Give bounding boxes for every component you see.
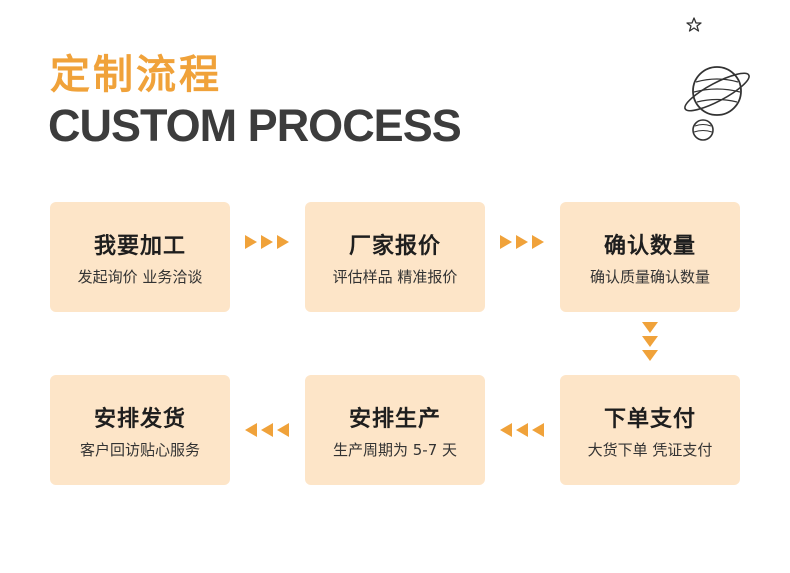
step-card-4: 下单支付 大货下单 凭证支付	[560, 375, 740, 485]
step-subtitle: 客户回访贴心服务	[79, 440, 200, 459]
arrow-right-icon	[500, 235, 544, 249]
arrow-right-icon	[245, 235, 289, 249]
step-title: 安排发货	[93, 406, 186, 432]
step-subtitle: 大货下单 凭证支付	[587, 440, 713, 459]
step-subtitle: 确认质量确认数量	[589, 267, 710, 286]
step-title: 厂家报价	[348, 233, 441, 259]
step-card-2: 厂家报价 评估样品 精准报价	[305, 202, 485, 312]
step-card-3: 确认数量 确认质量确认数量	[560, 202, 740, 312]
step-title: 确认数量	[603, 233, 696, 259]
step-subtitle: 评估样品 精准报价	[332, 267, 458, 286]
page-title-en: CUSTOM PROCESS	[48, 100, 462, 151]
step-card-1: 我要加工 发起询价 业务洽谈	[50, 202, 230, 312]
step-subtitle: 生产周期为 5-7 天	[332, 440, 458, 459]
step-card-6: 安排发货 客户回访贴心服务	[50, 375, 230, 485]
page-title-cn: 定制流程	[50, 52, 222, 98]
step-card-5: 安排生产 生产周期为 5-7 天	[305, 375, 485, 485]
arrow-down-icon	[642, 322, 658, 361]
step-title: 安排生产	[348, 406, 441, 432]
step-title: 我要加工	[93, 233, 186, 259]
arrow-left-icon	[500, 423, 544, 437]
step-subtitle: 发起询价 业务洽谈	[77, 267, 203, 286]
planet-illustration-icon	[684, 17, 750, 141]
step-title: 下单支付	[603, 406, 696, 432]
arrow-left-icon	[245, 423, 289, 437]
